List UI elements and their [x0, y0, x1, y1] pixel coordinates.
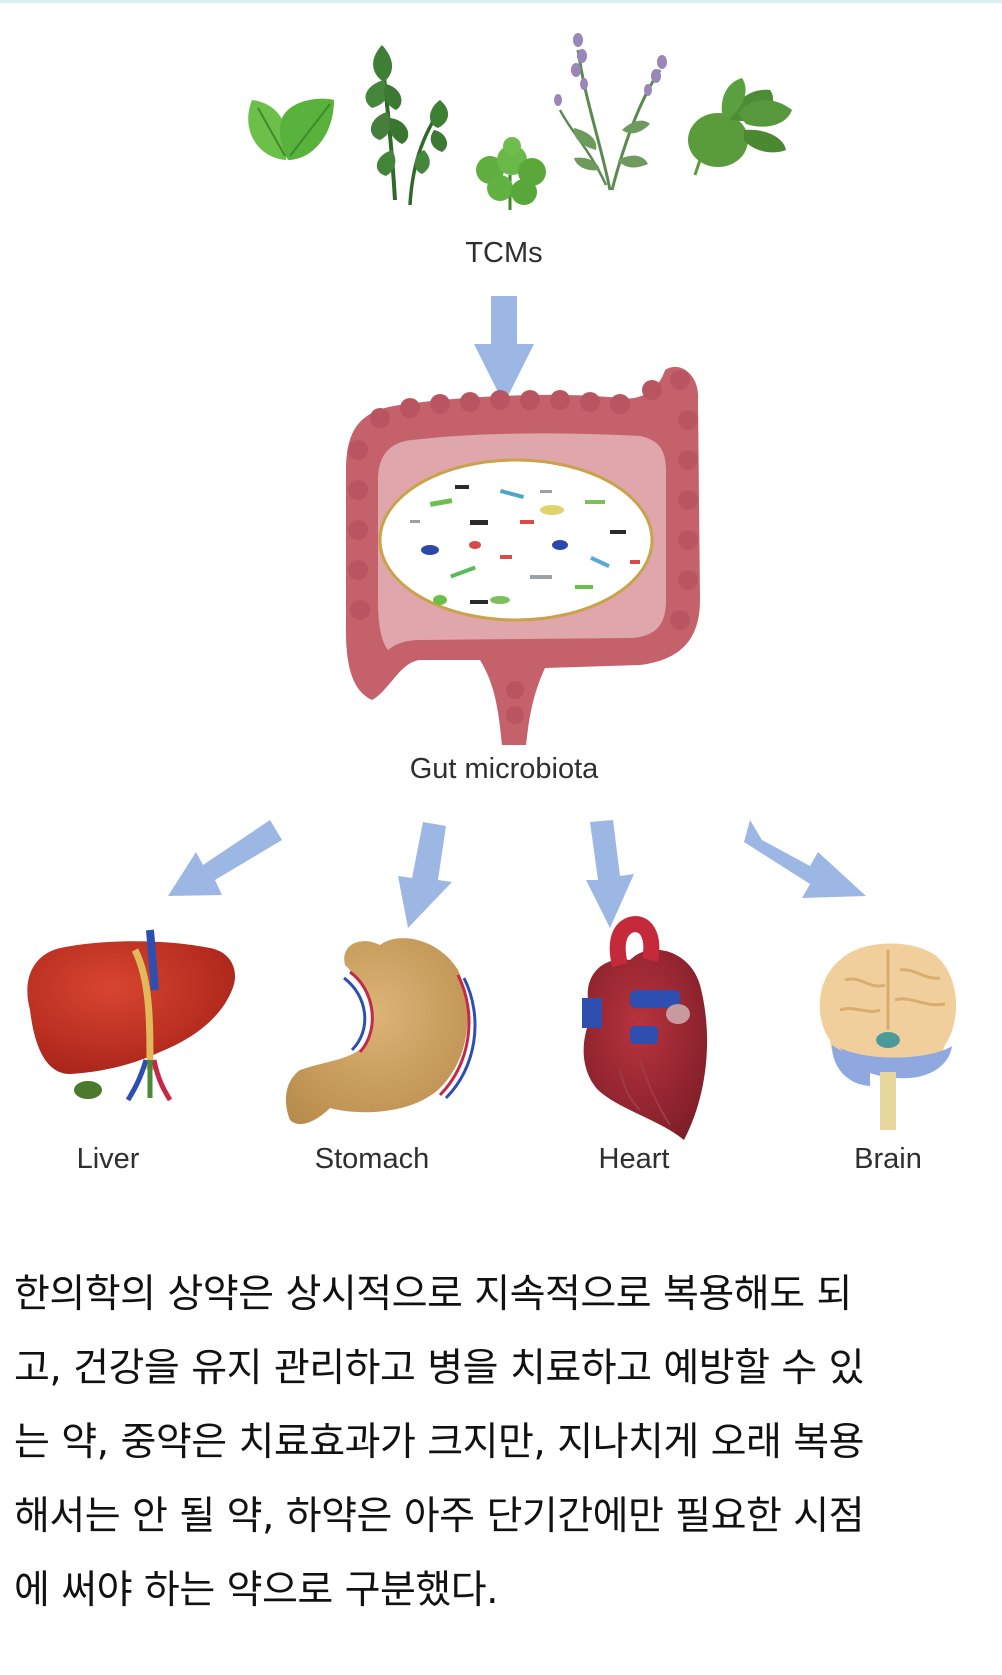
caption-line: 해서는 안 될 약, 하약은 아주 단기간에만 필요한 시점 — [14, 1494, 865, 1539]
arrow-to-heart-icon — [586, 820, 634, 928]
arrow-to-brain-icon — [744, 820, 866, 898]
caption-paragraph: 한의학의 상약은 상시적으로 지속적으로 복용해도 되 고, 건강을 유지 관리… — [14, 1258, 989, 1628]
liver-label: Liver — [77, 1143, 140, 1175]
arrow-to-liver-icon — [168, 820, 282, 896]
caption-line: 한의학의 상약은 상시적으로 지속적으로 복용해도 되 — [14, 1272, 852, 1317]
intestine-icon — [345, 366, 700, 745]
caption-line: 는 약, 중약은 치료효과가 크지만, 지나치게 오래 복용 — [14, 1420, 865, 1465]
arrow-to-stomach-icon — [398, 822, 452, 928]
brain-icon — [819, 943, 957, 1130]
stomach-label: Stomach — [315, 1143, 429, 1175]
mint-leaf-icon — [248, 98, 334, 160]
heart-icon — [582, 916, 708, 1140]
heart-label: Heart — [599, 1143, 670, 1175]
microbe-cluster — [410, 485, 640, 605]
caption-line: 고, 건강을 유지 관리하고 병을 치료하고 예방할 수 있 — [14, 1346, 865, 1391]
brain-label: Brain — [854, 1143, 922, 1175]
radish-icon — [688, 78, 792, 176]
arrow-down-icon — [474, 296, 534, 404]
arugula-icon — [365, 45, 449, 206]
lavender-icon — [554, 33, 667, 191]
gut-microbiota-label: Gut microbiota — [410, 753, 599, 785]
cilantro-icon — [476, 137, 546, 210]
liver-icon — [27, 929, 236, 1102]
tcm-gut-organ-diagram: TCMs — [27, 33, 957, 1175]
top-divider — [0, 0, 1002, 3]
diagram-canvas: TCMs — [27, 33, 957, 1175]
caption-line: 에 써야 하는 약으로 구분했다. — [14, 1568, 499, 1613]
stomach-icon — [285, 938, 477, 1125]
tcms-label: TCMs — [465, 237, 542, 269]
